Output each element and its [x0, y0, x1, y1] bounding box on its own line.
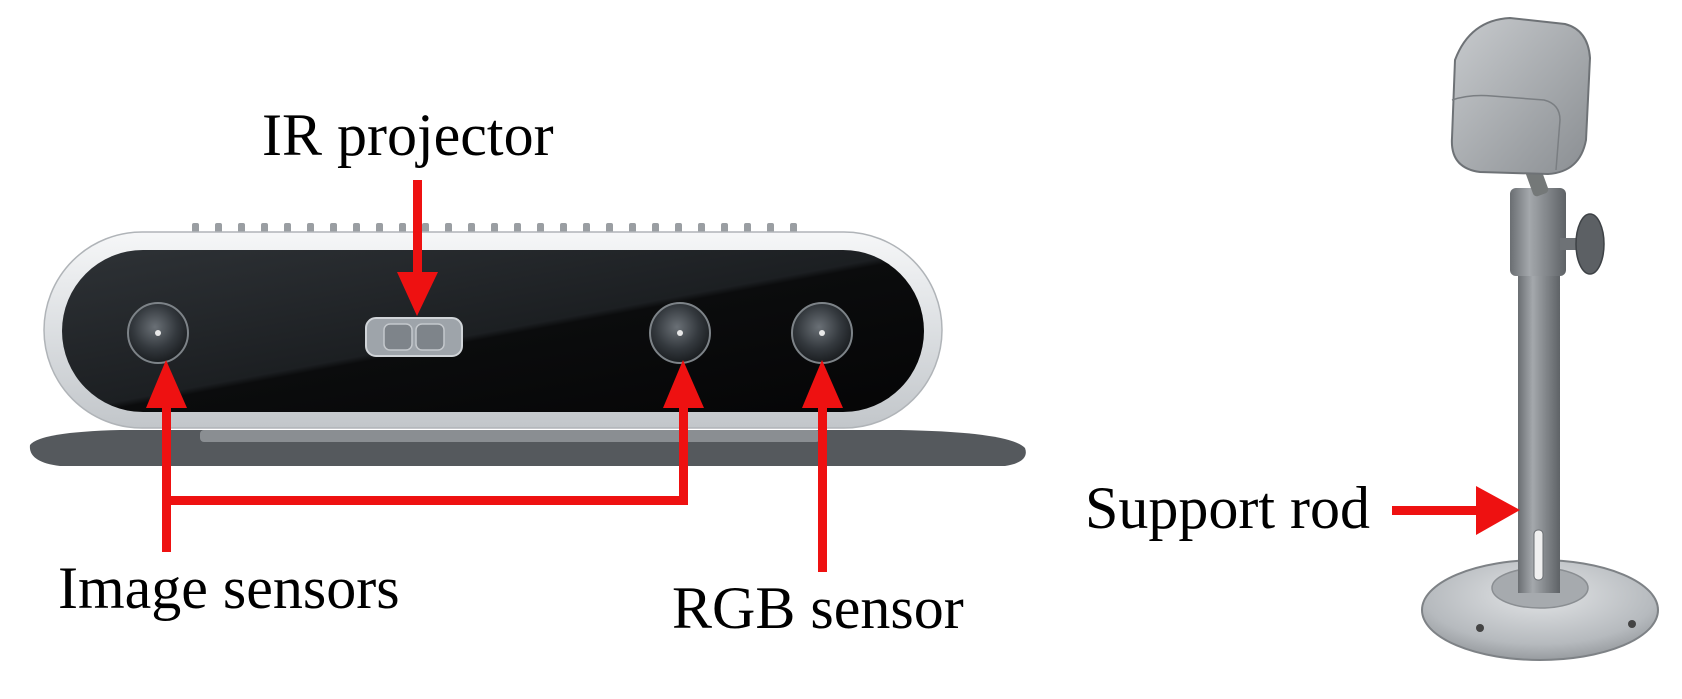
- right-image-sensor-lens: [649, 302, 711, 364]
- right-image-sensor-arrow-head: [663, 360, 704, 408]
- image-sensors-bracket-bottom: [162, 496, 688, 505]
- annotation-arrows: [146, 180, 1520, 572]
- ir-projector-arrow-head: [397, 272, 438, 316]
- rgb-sensor-lens: [791, 302, 853, 364]
- camera-vent-grille: [192, 223, 797, 233]
- support-rod-label: Support rod: [1085, 475, 1370, 541]
- support-rod-arrow-head: [1476, 486, 1520, 535]
- adjustment-knob: [1560, 213, 1605, 275]
- camera-base-slot: [200, 430, 820, 442]
- left-image-sensor-arrow-head: [146, 360, 187, 408]
- mounted-camera-head: [1450, 16, 1592, 176]
- image-sensors-bracket-left: [162, 400, 171, 552]
- rgb-sensor-arrow-shaft: [818, 400, 827, 572]
- rgb-sensor-label: RGB sensor: [672, 575, 964, 641]
- depth-camera-icon: [29, 223, 1026, 466]
- support-rod-arrow-shaft: [1392, 506, 1480, 515]
- rgb-sensor-arrow-head: [802, 360, 843, 408]
- camera-stand-icon: [1421, 16, 1659, 661]
- ir-projector-arrow-shaft: [413, 180, 422, 280]
- rod-collar: [1510, 188, 1566, 276]
- left-image-sensor-lens: [127, 302, 189, 364]
- image-sensors-bracket-right: [679, 400, 688, 505]
- ir-projector-window: [365, 317, 463, 357]
- image-sensors-label: Image sensors: [58, 555, 400, 621]
- camera-front-face: [62, 250, 924, 412]
- ir-projector-label: IR projector: [262, 102, 554, 168]
